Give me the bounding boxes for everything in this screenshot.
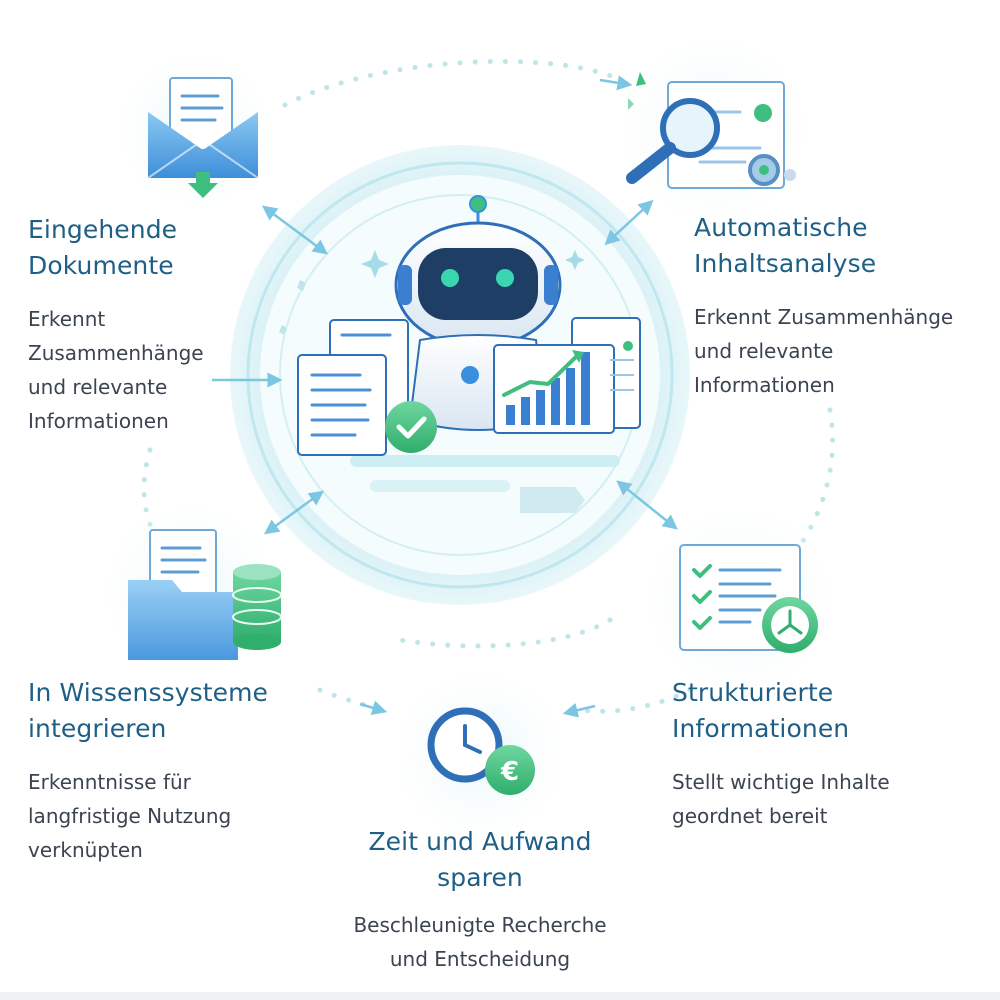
node-knowledge-systems: In Wissenssysteme integrieren Erkenntnis… [28,675,318,867]
node-description: Stellt wichtige Inhalte geordnet bereit [672,770,890,828]
envelope-document-icon [147,77,259,198]
growth-chart-icon [493,317,641,434]
connector-arrows [212,75,678,718]
node-title: In Wissenssysteme integrieren [28,678,269,743]
node-title: Automatische Inhaltsanalyse [694,213,877,278]
node-description: Erkenntnisse für langfristige Nutzung ve… [28,770,232,862]
clock-euro-icon: € [427,707,535,795]
node-structured-info: Strukturierte Informationen Stellt wicht… [672,675,972,833]
folder-database-icon [128,529,282,660]
checklist-clock-icon [679,544,818,653]
bottom-bar [0,992,1000,1000]
node-description: Beschleunigte Recherche und Entscheidung [353,913,607,971]
node-description: Erkennt Zusammenhänge und relevante Info… [28,307,204,433]
node-save-time: Zeit und Aufwand sparen Beschleunigte Re… [320,824,640,976]
node-title: Strukturierte Informationen [672,678,850,743]
node-title: Zeit und Aufwand sparen [368,827,592,892]
svg-text:€: € [500,757,519,787]
document-stack-icon [297,319,437,456]
node-title: Eingehende Dokumente [28,215,178,280]
magnifier-document-icon [626,72,796,189]
node-content-analysis: Automatische Inhaltsanalyse Erkennt Zusa… [694,210,994,402]
node-description: Erkennt Zusammenhänge und relevante Info… [694,305,954,397]
sparkle-icon [279,250,585,335]
node-incoming-documents: Eingehende Dokumente Erkennt Zusammenhän… [28,212,248,438]
